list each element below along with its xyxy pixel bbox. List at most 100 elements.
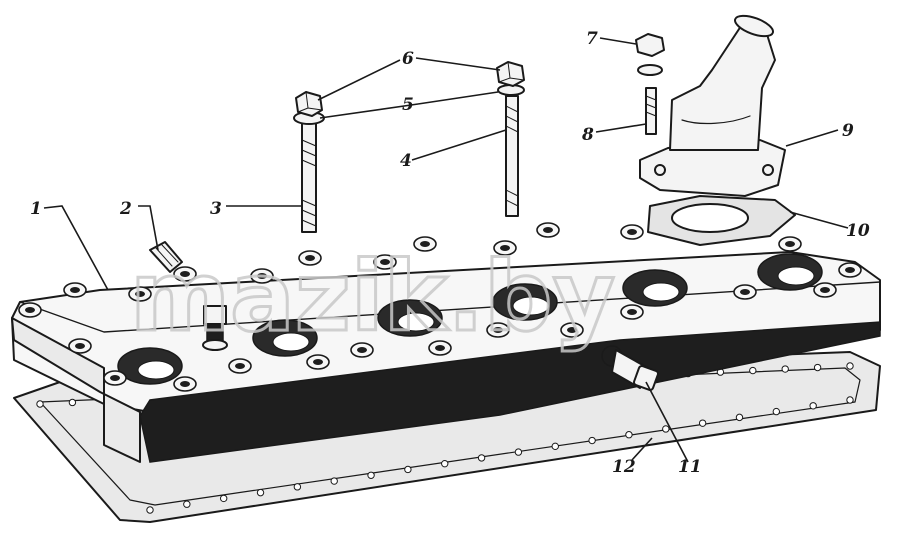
valve-port-group: [117, 253, 823, 385]
callout-labels: 1 2 3 4 5 6 7 8 9 10 11 12: [30, 29, 870, 477]
bolt-hole: [740, 289, 750, 295]
bolt-hole: [627, 309, 637, 315]
bolt-hole: [500, 245, 510, 251]
temperature-sensor-fitting: [202, 305, 228, 351]
outlet-gasket: [647, 195, 796, 246]
bolt-hole: [25, 307, 35, 313]
valve-port-seat: [642, 282, 680, 302]
bolt-hole: [70, 287, 80, 293]
gasket-hole: [809, 402, 817, 410]
gasket-hole: [551, 442, 559, 451]
water-outlet-pipe: [639, 14, 786, 197]
bolt-hole: [567, 327, 577, 333]
valve-port-seat: [777, 266, 815, 286]
stud-left: [301, 121, 317, 233]
leader-5a: [319, 103, 419, 119]
callout-6: 6: [402, 49, 414, 69]
gasket-hole: [441, 459, 449, 468]
lock-washer-top: [637, 64, 663, 76]
leader-8: [595, 123, 647, 133]
bolt-hole: [845, 267, 855, 273]
callout-7: 7: [586, 29, 598, 49]
gasket-hole: [846, 396, 854, 404]
bolt-hole: [235, 363, 245, 369]
bolt-hole: [493, 327, 503, 333]
bolt-hole: [785, 241, 795, 247]
bolt-hole: [627, 229, 637, 235]
cylinder-head: [11, 222, 881, 463]
gasket-hole: [256, 488, 265, 497]
callout-12: 12: [612, 457, 636, 477]
callout-8: 8: [581, 125, 594, 145]
callout-4: 4: [400, 151, 412, 171]
leader-4: [411, 129, 507, 161]
bolt-hole: [380, 259, 390, 265]
gasket-hole: [588, 436, 596, 445]
callout-11: 11: [678, 457, 702, 477]
gasket-hole: [698, 419, 707, 427]
leader-10: [789, 211, 849, 229]
bolt-hole: [75, 343, 85, 349]
gasket-hole: [813, 363, 822, 372]
leader-6a: [317, 59, 401, 101]
nut-top: [635, 33, 665, 57]
gasket-hole: [219, 494, 228, 503]
bolt-hole: [435, 345, 445, 351]
bolt-hole: [357, 347, 367, 353]
leader-1: [43, 205, 109, 291]
leader-7: [599, 37, 637, 45]
gasket-hole: [662, 425, 670, 433]
nut-right: [496, 61, 525, 87]
leader-2: [138, 205, 159, 251]
gasket-hole: [749, 366, 757, 375]
bolt-hole: [305, 255, 315, 261]
gasket-hole: [781, 365, 789, 373]
gasket-hole: [367, 471, 375, 479]
callout-1: 1: [30, 199, 42, 219]
bolt-hole: [135, 291, 145, 297]
bolt-hole: [313, 359, 323, 365]
gasket-hole: [36, 400, 44, 408]
leader-6b: [415, 57, 501, 71]
bolt-hole: [420, 241, 430, 247]
bolt-hole: [180, 381, 190, 387]
gasket-hole: [404, 465, 412, 474]
valve-port-seat: [137, 360, 175, 380]
gasket-hole: [330, 477, 338, 485]
leader-11: [645, 381, 689, 463]
leader-5b: [417, 91, 499, 105]
gasket-hole: [846, 362, 854, 370]
gasket-hole: [68, 398, 77, 407]
valve-port-seat: [512, 296, 550, 316]
leader-9: [785, 129, 839, 147]
washer-right: [497, 84, 525, 96]
callout-10: 10: [846, 221, 870, 241]
callout-2: 2: [119, 199, 132, 219]
gasket-hole: [183, 500, 191, 508]
nut-left: [295, 91, 323, 117]
leader-12: [631, 437, 653, 461]
stud-right: [505, 95, 519, 217]
bolt-hole: [257, 273, 267, 279]
gasket-hole: [772, 407, 781, 416]
callout-3: 3: [210, 199, 222, 219]
gasket-hole: [293, 483, 302, 491]
callout-5: 5: [402, 95, 414, 115]
gasket-hole: [514, 448, 523, 456]
gasket-hole: [146, 506, 154, 514]
bolt-hole: [110, 375, 120, 381]
gasket-hole: [625, 431, 633, 439]
bolt-hole: [543, 227, 553, 233]
leader-lines: [43, 37, 849, 463]
gasket-hole: [477, 454, 486, 462]
drain-plug: [601, 345, 659, 391]
bolt-hole: [820, 287, 830, 293]
stud-short: [645, 87, 657, 135]
watermark-text: mazik.by: [130, 241, 615, 353]
gasket-hole: [735, 413, 744, 422]
head-bolt-hole-group: [18, 222, 862, 392]
callout-9: 9: [842, 121, 854, 141]
bolt-hole: [180, 271, 190, 277]
valve-port-seat: [397, 312, 435, 332]
